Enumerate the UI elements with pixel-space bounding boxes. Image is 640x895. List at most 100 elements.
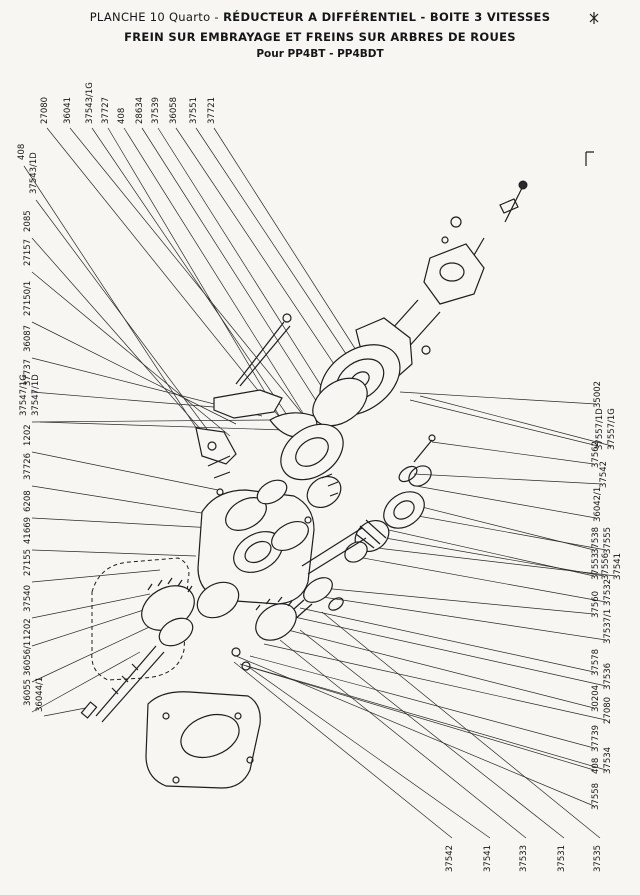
- leader-line: [299, 607, 595, 673]
- part-label: 37543/1G: [85, 82, 95, 124]
- leader-line: [431, 441, 595, 465]
- leader-line: [35, 199, 225, 453]
- part-label: 37541: [613, 553, 623, 580]
- part-label: 37726: [23, 453, 33, 480]
- leader-line: [315, 595, 607, 641]
- plate-title: RÉDUCTEUR A DIFFÉRENTIEL - BOITE 3 VITES…: [223, 10, 551, 24]
- leader-line: [239, 663, 607, 771]
- gasket-plate: [91, 557, 190, 681]
- leader-line: [39, 421, 285, 431]
- part-label: 27080: [40, 97, 50, 124]
- leader-line: [419, 395, 613, 447]
- leader-line: [31, 419, 271, 423]
- left-part-labels: 408 37543/1D 2085 27157 27150/1 36087 37…: [17, 144, 45, 712]
- leader-line: [91, 127, 305, 441]
- plate-models: Pour PP4BT - PP4BDT: [256, 48, 384, 60]
- part-label: 37558: [591, 783, 601, 810]
- part-label: 37578: [591, 649, 601, 676]
- top-part-labels: 27080 36041 37543/1G 37727 408 28634 375…: [40, 82, 217, 124]
- part-label: 408: [591, 758, 601, 774]
- part-label: 37547/1G: [19, 374, 29, 416]
- leader-line: [123, 127, 307, 419]
- leader-line: [31, 605, 157, 647]
- part-label: 1202: [23, 618, 33, 640]
- part-label: 36087: [23, 325, 33, 352]
- leader-line: [299, 629, 565, 839]
- part-label: 37555: [603, 527, 613, 554]
- brake-drum: [312, 344, 401, 427]
- leader-line: [263, 643, 607, 721]
- leader-line: [249, 655, 595, 749]
- part-label: 41669: [23, 517, 33, 544]
- part-label: 37539: [151, 97, 161, 124]
- leader-line: [23, 165, 217, 459]
- part-label: 37541: [483, 845, 493, 872]
- part-label: 37739: [591, 725, 601, 752]
- leader-line: [395, 511, 607, 551]
- leader-line: [373, 535, 605, 577]
- part-label: 37542: [599, 461, 609, 488]
- leader-line: [413, 473, 603, 485]
- part-label: 37540: [23, 585, 33, 612]
- part-label: 6208: [23, 490, 33, 512]
- part-label: 37556: [601, 553, 611, 580]
- part-label: 37531: [557, 845, 567, 872]
- leader-line: [107, 127, 291, 435]
- part-label: 2085: [23, 210, 33, 232]
- plate-title-line: PLANCHE 10 Quarto - RÉDUCTEUR A DIFFÉREN…: [0, 10, 640, 24]
- part-label: 36056/1: [23, 641, 33, 676]
- part-label: 37557/1D: [595, 408, 605, 450]
- leader-line: [279, 639, 527, 839]
- part-label: 37562: [591, 441, 601, 468]
- part-label: 37737: [23, 359, 33, 386]
- leader-line: [141, 127, 323, 411]
- leader-line: [359, 545, 617, 577]
- leader-line: [46, 127, 323, 471]
- leader-line: [235, 655, 595, 807]
- leader-line: [31, 271, 231, 437]
- leader-line: [31, 651, 141, 713]
- part-label: 36044/1: [35, 677, 45, 712]
- part-label: 37533: [519, 845, 529, 872]
- part-label: 37721: [207, 97, 217, 124]
- part-label: 37542: [445, 845, 455, 872]
- leader-line: [245, 665, 595, 771]
- leader-line: [69, 127, 331, 449]
- part-label: 36055: [23, 679, 33, 706]
- part-label: 27155: [23, 549, 33, 576]
- part-label: 27080: [603, 697, 613, 724]
- leader-lines: [23, 127, 617, 839]
- margin-marks: [585, 12, 599, 166]
- leader-line: [31, 593, 151, 619]
- right-side-components: [231, 465, 432, 671]
- plate-number: PLANCHE 10 Quarto -: [89, 10, 219, 24]
- leader-line: [289, 615, 607, 687]
- part-label: 36058: [169, 97, 179, 124]
- part-label: 27150/1: [23, 281, 33, 316]
- leader-line: [351, 555, 607, 603]
- leader-line: [31, 569, 161, 583]
- leader-line: [31, 321, 237, 425]
- part-label: 36041: [63, 97, 73, 124]
- primary-shaft: [80, 577, 240, 723]
- part-label: 30204: [591, 685, 601, 712]
- part-label: 37560: [591, 591, 601, 618]
- part-label: 1202: [23, 424, 33, 446]
- leader-line: [195, 127, 363, 379]
- leader-line: [415, 485, 597, 519]
- part-label: 37551: [189, 97, 199, 124]
- leader-line: [321, 587, 595, 615]
- part-label: 36042/1: [593, 487, 603, 522]
- leader-line: [399, 391, 597, 405]
- exploded-assembly-drawing: [80, 180, 528, 789]
- differential-assembly: [280, 423, 436, 509]
- part-label: 37534: [603, 747, 613, 774]
- lower-cover: [145, 691, 261, 789]
- leader-line: [175, 127, 351, 389]
- leader-line: [31, 237, 211, 441]
- part-label: 408: [17, 144, 27, 160]
- plate-subtitle: FREIN SUR EMBRAYAGE ET FREINS SUR ARBRES…: [124, 30, 516, 44]
- part-label: 37727: [101, 97, 111, 124]
